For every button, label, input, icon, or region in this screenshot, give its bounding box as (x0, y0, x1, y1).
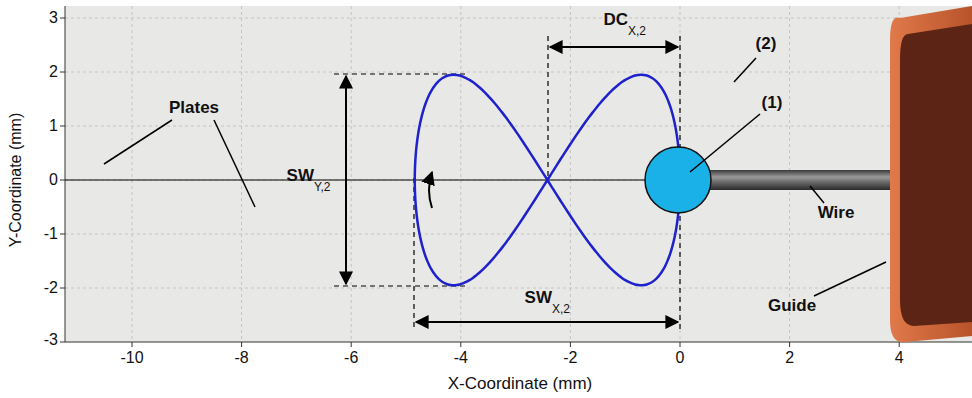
tick-label: -2 (44, 279, 58, 297)
part-label: Guide (768, 297, 816, 316)
leader-lines (104, 58, 886, 296)
tick-label: -2 (563, 349, 577, 367)
tick (241, 342, 242, 347)
tick-label: -4 (454, 349, 468, 367)
lemniscate-path (415, 75, 680, 286)
guide-inner (900, 24, 972, 326)
tick-label: 1 (49, 117, 58, 135)
tick-label: -1 (44, 225, 58, 243)
tick-label: 0 (49, 171, 58, 189)
grid-line (65, 126, 972, 127)
grid-line (65, 18, 972, 19)
grid-line (351, 6, 352, 342)
tick (680, 342, 681, 347)
x-axis (65, 342, 972, 343)
tick (60, 126, 65, 127)
grid-line (65, 288, 972, 289)
tick-label: 2 (49, 63, 58, 81)
guide-outer (890, 6, 972, 342)
grid-line (65, 234, 972, 235)
tick (60, 180, 65, 181)
dimension-subscript: X,2 (552, 303, 570, 316)
tick-label: -6 (344, 349, 358, 367)
tick-label: -8 (234, 349, 248, 367)
tick (899, 342, 900, 347)
tick-label: -3 (44, 331, 58, 349)
plot-background (65, 6, 972, 342)
tick-label: 0 (676, 349, 685, 367)
tick (132, 342, 133, 347)
tick (60, 72, 65, 73)
tick (60, 18, 65, 19)
callout-number: (1) (762, 94, 783, 113)
extension-lines (334, 36, 680, 330)
grid (65, 6, 972, 342)
callout-number: (2) (756, 35, 777, 54)
tick (60, 288, 65, 289)
tick (60, 234, 65, 235)
tick-label: 3 (49, 9, 58, 27)
axis-title: Y-Coordinate (mm) (7, 113, 25, 248)
part-label: Wire (818, 204, 855, 223)
dimension-label: DC (603, 11, 628, 30)
grid-line (570, 6, 571, 342)
tick-label: 2 (785, 349, 794, 367)
grid-line (132, 6, 133, 342)
tick (570, 342, 571, 347)
grid-line (241, 6, 242, 342)
dimension-subscript: Y,2 (314, 181, 330, 194)
probe-ball (645, 147, 711, 213)
tick-label: -10 (120, 349, 143, 367)
tick (351, 342, 352, 347)
axis-title: X-Coordinate (mm) (448, 375, 593, 394)
tick (460, 342, 461, 347)
axis-ticks (60, 18, 899, 347)
grid-line (460, 6, 461, 342)
part-label: Plates (169, 99, 219, 118)
tick-label: 4 (895, 349, 904, 367)
tick (60, 342, 65, 343)
y-axis (65, 6, 66, 342)
plate-line (65, 179, 660, 180)
direction-arrow (429, 172, 432, 208)
dimension-label: SW (525, 289, 552, 308)
dimension-subscript: X,2 (628, 25, 646, 38)
tick (789, 342, 790, 347)
dimension-label: SW (287, 167, 314, 186)
grid-line (65, 72, 972, 73)
wire (700, 170, 892, 190)
